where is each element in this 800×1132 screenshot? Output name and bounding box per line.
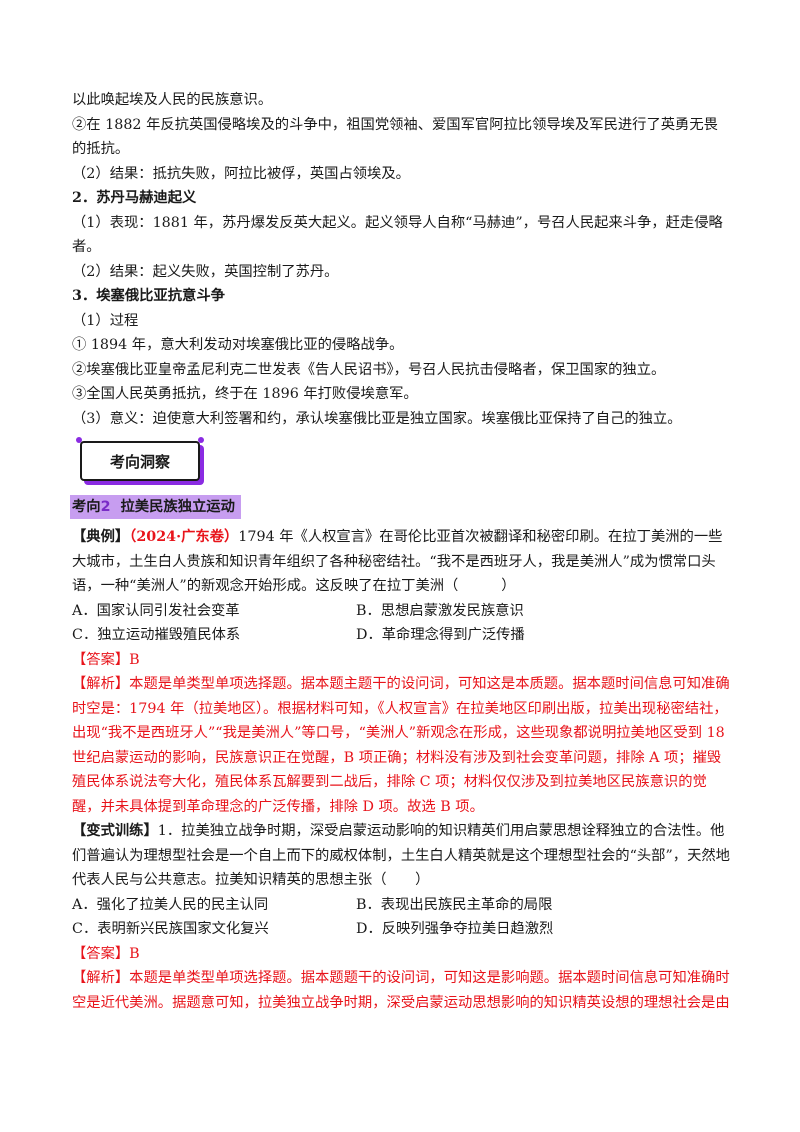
example-stem: 【典例】（2024·广东卷）1794 年《人权宣言》在哥伦比亚首次被翻译和秘密印… bbox=[72, 529, 723, 594]
section-heading: 考向2 拉美民族独立运动 bbox=[70, 495, 241, 519]
exercise-options-row-1: A．强化了拉美人民的民主认同 B．表现出民族民主革命的局限 bbox=[72, 893, 732, 918]
text-line: ②在 1882 年反抗英国侵略埃及的斗争中，祖国党领袖、爱国军官阿拉比领导埃及军… bbox=[72, 116, 718, 158]
text-line: （1）过程 bbox=[72, 312, 139, 329]
text-line: （1）表现：1881 年，苏丹爆发反英大起义。起义领导人自称“马赫迪”，号召人民… bbox=[72, 214, 723, 256]
decor-dot-icon bbox=[76, 437, 82, 443]
text-line: ②埃塞俄比亚皇帝孟尼利克二世发表《告人民诏书》，号召人民抗击侵略者，保卫国家的独… bbox=[72, 361, 666, 378]
exercise-analysis: 【解析】本题是单类型单项选择题。据本题题干的设问词，可知这是影响题。据本题时间信… bbox=[72, 970, 730, 1011]
text-line: 以此唤起埃及人民的民族意识。 bbox=[72, 92, 273, 108]
section-heading-row: 考向2 拉美民族独立运动 bbox=[70, 495, 732, 519]
option-a: A．国家认同引发社会变革 bbox=[72, 602, 240, 619]
text-line: ① 1894 年，意大利发动对埃塞俄比亚的侵略战争。 bbox=[72, 337, 404, 353]
example-options-row-1: A．国家认同引发社会变革 B．思想启蒙激发民族意识 bbox=[72, 599, 732, 624]
section-badge: 考向洞察 bbox=[80, 441, 200, 481]
decor-dot-icon bbox=[198, 437, 204, 443]
option-c: C．表明新兴民族国家文化复兴 bbox=[72, 921, 269, 937]
exercise-answer: 【答案】B bbox=[72, 945, 140, 962]
option-b: B．表现出民族民主革命的局限 bbox=[356, 896, 553, 913]
badge-label: 考向洞察 bbox=[109, 452, 170, 471]
option-a: A．强化了拉美人民的民主认同 bbox=[72, 896, 269, 913]
subheading-sudan: 2．苏丹马赫迪起义 bbox=[72, 190, 197, 206]
text-line: （2）结果：抵抗失败，阿拉比被俘，英国占领埃及。 bbox=[72, 165, 410, 182]
option-b: B．思想启蒙激发民族意识 bbox=[356, 602, 524, 619]
option-c: C．独立运动摧毁殖民体系 bbox=[72, 627, 241, 643]
example-options-row-2: C．独立运动摧毁殖民体系 D．革命理念得到广泛传播 bbox=[72, 623, 732, 648]
example-answer: 【答案】B bbox=[72, 651, 140, 668]
example-analysis: 【解析】本题是单类型单项选择题。据本题主题干的设问词，可知这是本质题。据本题时间… bbox=[72, 676, 730, 815]
text-line: （3）意义：迫使意大利签署和约，承认埃塞俄比亚是独立国家。埃塞俄比亚保持了自己的… bbox=[72, 410, 682, 427]
option-d: D．反映列强争夺拉美日趋激烈 bbox=[356, 921, 554, 937]
option-d: D．革命理念得到广泛传播 bbox=[356, 627, 525, 643]
subheading-ethiopia: 3．埃塞俄比亚抗意斗争 bbox=[72, 288, 225, 304]
exercise-options-row-2: C．表明新兴民族国家文化复兴 D．反映列强争夺拉美日趋激烈 bbox=[72, 917, 732, 942]
document-page: 以此唤起埃及人民的民族意识。 ②在 1882 年反抗英国侵略埃及的斗争中，祖国党… bbox=[70, 88, 732, 1015]
badge-container: 考向洞察 bbox=[72, 435, 732, 495]
exercise-stem: 【变式训练】1．拉美独立战争时期，深受启蒙运动影响的知识精英们用启蒙思想诠释独立… bbox=[72, 823, 730, 888]
text-line: ③全国人民英勇抵抗，终于在 1896 年打败侵埃意军。 bbox=[72, 386, 418, 402]
text-line: （2）结果：起义失败，英国控制了苏丹。 bbox=[72, 263, 339, 280]
